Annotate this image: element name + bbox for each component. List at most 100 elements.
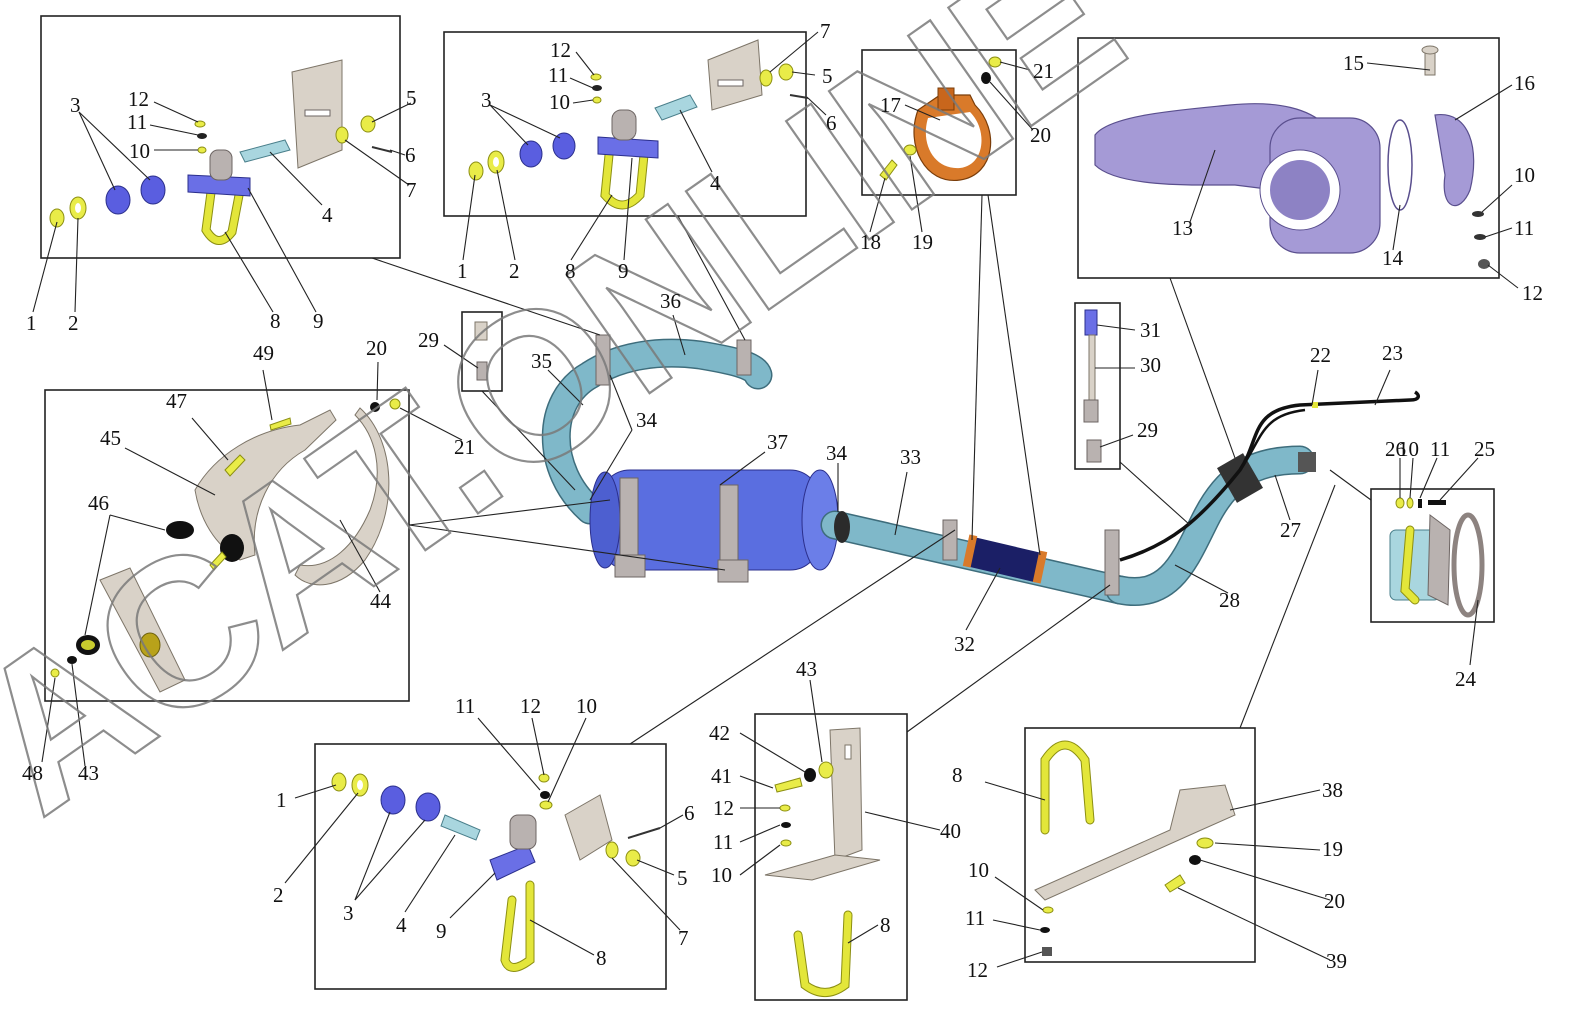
detail-bottom-left-parts: [331, 772, 661, 972]
label-8: 8: [596, 946, 607, 970]
label-28: 28: [1219, 588, 1240, 612]
label-41: 41: [711, 764, 732, 788]
label-11: 11: [548, 63, 568, 87]
label-7: 7: [406, 178, 417, 202]
label-10: 10: [711, 863, 732, 887]
label-11: 11: [455, 694, 475, 718]
detail-sensor-parts: [474, 309, 1102, 463]
label-39: 39: [1326, 949, 1347, 973]
label-7: 7: [678, 926, 689, 950]
label-45: 45: [100, 426, 121, 450]
label-9: 9: [313, 309, 324, 333]
label-4: 4: [710, 171, 721, 195]
label-21: 21: [1033, 59, 1054, 83]
label-27: 27: [1280, 518, 1301, 542]
detail-clamp-parts: [879, 56, 1002, 181]
label-8: 8: [270, 309, 281, 333]
label-8: 8: [565, 259, 576, 283]
label-10: 10: [968, 858, 989, 882]
label-3: 3: [70, 93, 81, 117]
detail-frame-probe: [1074, 302, 1121, 470]
label-5: 5: [677, 866, 688, 890]
watermark-logo: ACAT.ONLINE: [0, 0, 1156, 858]
label-22: 22: [1310, 343, 1331, 367]
label-10: 10: [129, 139, 150, 163]
flex-section-32: [968, 537, 1044, 583]
label-14: 14: [1382, 246, 1404, 270]
detail-frame-bracket-38: [1024, 727, 1256, 963]
detail-frame-top-middle: [443, 31, 807, 217]
hose-22-23: [1119, 390, 1420, 562]
pipe-28: [1107, 447, 1313, 605]
label-29: 29: [418, 328, 439, 352]
detail-frame-top-left: [40, 15, 401, 259]
label-43: 43: [796, 657, 817, 681]
label-17: 17: [880, 93, 901, 117]
main-exhaust-assembly: [541, 334, 1420, 606]
detail-frame-bracket-40: [754, 713, 908, 1001]
detail-frame-muffler-mount: [44, 389, 410, 702]
label-49: 49: [253, 341, 274, 365]
detail-bracket-40-parts: [764, 727, 881, 997]
label-20: 20: [366, 336, 387, 360]
label-4: 4: [322, 203, 333, 227]
label-30: 30: [1140, 353, 1161, 377]
label-35: 35: [531, 349, 552, 373]
label-24: 24: [1455, 667, 1477, 691]
label-8: 8: [952, 763, 963, 787]
label-8: 8: [880, 913, 891, 937]
label-37: 37: [767, 430, 788, 454]
label-12: 12: [713, 796, 734, 820]
label-10: 10: [1514, 163, 1535, 187]
detail-top-left-parts: [49, 59, 393, 245]
detail-turbo-parts: [1094, 45, 1490, 269]
label-42: 42: [709, 721, 730, 745]
label-6: 6: [684, 801, 695, 825]
part-number-labels: 1 2 3 12 11 10 8 9 4 5 6 7 1 2 3 12 11 1…: [22, 19, 1543, 982]
detail-flange-parts: [1389, 497, 1485, 618]
label-19: 19: [1322, 837, 1343, 861]
leader-lines: [32, 31, 1519, 968]
label-36: 36: [660, 289, 681, 313]
label-34b: 34: [826, 441, 848, 465]
label-11: 11: [1430, 437, 1450, 461]
label-10: 10: [549, 90, 570, 114]
label-12: 12: [128, 87, 149, 111]
label-21: 21: [454, 435, 475, 459]
exhaust-pipe-35-36: [543, 340, 771, 523]
detail-top-middle-parts: [468, 39, 809, 210]
label-13: 13: [1172, 216, 1193, 240]
label-9: 9: [618, 259, 629, 283]
label-12: 12: [550, 38, 571, 62]
label-48: 48: [22, 761, 43, 785]
label-11: 11: [1514, 216, 1534, 240]
label-25: 25: [1474, 437, 1495, 461]
label-9: 9: [436, 919, 447, 943]
label-23: 23: [1382, 341, 1403, 365]
detail-frame-turbo: [1077, 37, 1500, 279]
detail-frame-flange: [1370, 488, 1495, 623]
label-10: 10: [1398, 437, 1419, 461]
label-10: 10: [576, 694, 597, 718]
detail-frame-bottom-left: [314, 743, 667, 990]
muffler-37: [589, 469, 839, 583]
label-26: 26: [1385, 437, 1406, 461]
label-32: 32: [954, 632, 975, 656]
label-12: 12: [1522, 281, 1543, 305]
label-7: 7: [820, 19, 831, 43]
label-18: 18: [860, 230, 881, 254]
label-44: 44: [370, 589, 392, 613]
label-19: 19: [912, 230, 933, 254]
label-11: 11: [965, 906, 985, 930]
label-12: 12: [967, 958, 988, 982]
label-6: 6: [405, 143, 416, 167]
label-15: 15: [1343, 51, 1364, 75]
label-1: 1: [276, 788, 287, 812]
watermark-text: ACAT.ONLINE: [0, 0, 1156, 858]
label-38: 38: [1322, 778, 1343, 802]
label-43: 43: [78, 761, 99, 785]
label-34: 34: [636, 408, 658, 432]
label-2: 2: [509, 259, 520, 283]
label-5: 5: [406, 86, 417, 110]
